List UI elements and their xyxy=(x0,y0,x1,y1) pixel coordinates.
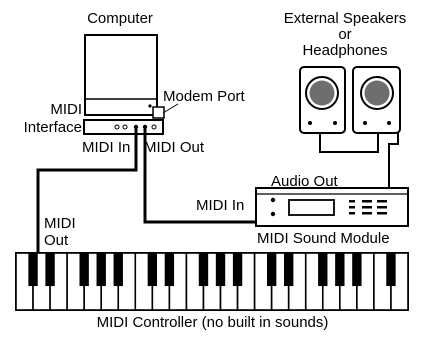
sound-module-button xyxy=(362,200,372,203)
white-keys xyxy=(15,252,409,311)
midi-controller-keyboard xyxy=(15,252,409,311)
black-key xyxy=(232,253,243,287)
sound-module-knob-top xyxy=(270,197,276,203)
sound-module-button xyxy=(349,200,355,203)
modem-port-leader xyxy=(162,103,179,114)
speaker-left xyxy=(299,66,346,134)
interface-jack-midi-in xyxy=(133,124,139,130)
black-key xyxy=(96,253,106,287)
interface-jack-1 xyxy=(114,124,120,130)
sound-module-button xyxy=(377,206,387,209)
sound-module-button xyxy=(349,212,355,215)
black-key xyxy=(318,253,328,287)
speaker-left-knob-1 xyxy=(308,121,312,125)
speaker-right-knob-1 xyxy=(363,121,367,125)
black-key xyxy=(79,253,89,287)
label-speakers-line2: or xyxy=(338,26,352,43)
cable-controller-out-to-interface-in xyxy=(36,129,138,253)
speaker-left-knob-2 xyxy=(333,121,337,125)
black-key xyxy=(352,253,362,287)
label-controller-midi-out-line2: Out xyxy=(44,232,69,249)
label-interface-midi-in: MIDI In xyxy=(82,139,131,156)
label-computer: Computer xyxy=(87,10,153,27)
label-midi-sound-module: MIDI Sound Module xyxy=(257,230,390,247)
black-key xyxy=(215,253,226,287)
black-key xyxy=(28,253,38,287)
black-key xyxy=(335,253,345,287)
sound-module-knob-bottom xyxy=(270,211,276,217)
interface-jack-2 xyxy=(122,124,128,130)
label-speakers-line1: External Speakers xyxy=(283,10,407,27)
computer xyxy=(84,34,158,116)
sound-module-button xyxy=(377,200,387,203)
black-key xyxy=(198,253,209,287)
black-key xyxy=(164,253,175,287)
black-key xyxy=(386,253,396,287)
label-speakers-line3: Headphones xyxy=(302,42,388,59)
black-key xyxy=(147,253,158,287)
black-keys xyxy=(28,253,396,287)
audio-cable xyxy=(388,133,399,188)
modem-port-box xyxy=(152,106,165,119)
label-audio-out: Audio Out xyxy=(271,173,338,190)
speaker-right xyxy=(352,66,401,134)
black-key xyxy=(266,253,277,287)
sound-module-button xyxy=(349,206,355,209)
label-controller-midi-out-line1: MIDI xyxy=(44,215,76,232)
interface-jack-3 xyxy=(151,124,157,130)
midi-interface xyxy=(83,119,164,135)
black-key xyxy=(45,253,55,287)
sound-module-display xyxy=(288,199,335,216)
cable-interface-out-to-module-in xyxy=(143,129,256,224)
computer-case xyxy=(84,34,158,116)
computer-power-light xyxy=(148,104,152,108)
label-midi-interface-line2: Interface xyxy=(23,119,82,136)
speaker-right-cone xyxy=(364,80,390,106)
label-module-midi-in: MIDI In xyxy=(196,197,245,214)
black-key xyxy=(284,253,294,287)
sound-module-button xyxy=(362,206,372,209)
label-interface-midi-out: MIDI Out xyxy=(144,139,205,156)
sound-module-button xyxy=(377,212,387,215)
label-midi-interface-line1: MIDI xyxy=(50,101,82,118)
midi-sound-module xyxy=(255,187,409,227)
label-midi-controller: MIDI Controller (no built in sounds) xyxy=(96,314,329,331)
black-key xyxy=(113,253,123,287)
label-modem-port: Modem Port xyxy=(163,88,245,105)
modem-port xyxy=(152,103,179,119)
sound-module-button xyxy=(362,212,372,215)
speaker-right-knob-2 xyxy=(387,121,391,125)
interface-jack-midi-out xyxy=(142,124,148,130)
speaker-left-cone xyxy=(309,80,335,106)
speaker-link-cable xyxy=(319,132,379,153)
